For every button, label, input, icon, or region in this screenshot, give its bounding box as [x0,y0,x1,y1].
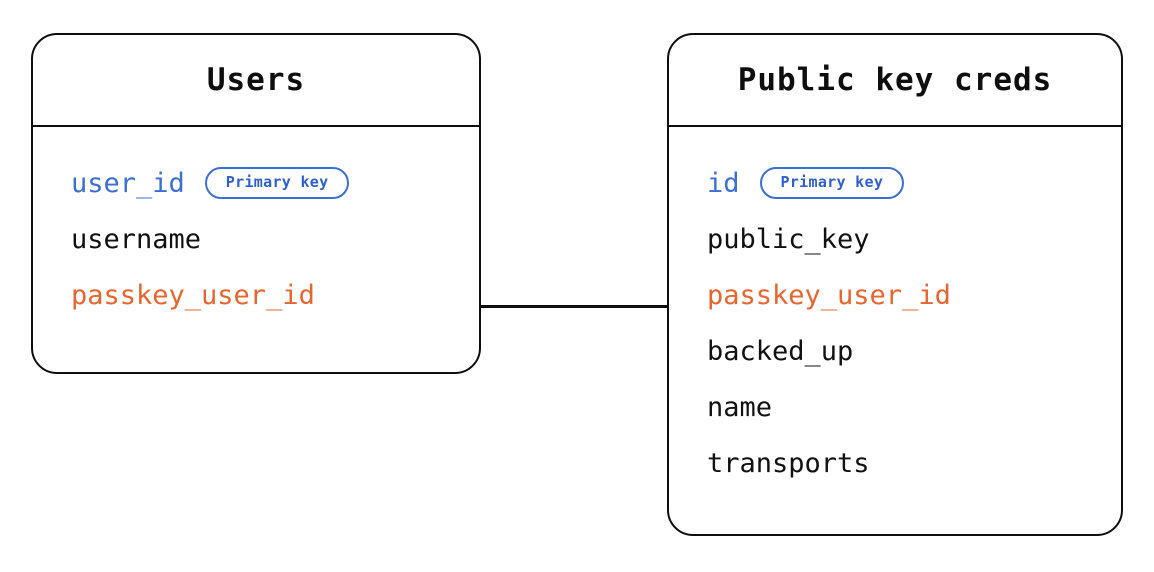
primary-key-badge: Primary key [759,167,905,199]
entity-header-users: Users [33,35,479,127]
field-row-passkey-user-id[interactable]: passkey_user_id [707,267,1121,323]
entity-title-public-key-creds: Public key creds [737,62,1053,98]
field-row-name[interactable]: name [707,379,1121,435]
field-name-user-id: user_id [71,167,185,199]
field-row-public-key[interactable]: public_key [707,211,1121,267]
field-name-username: username [71,223,202,255]
field-name-public-key: public_key [707,223,870,255]
entity-title-users: Users [206,62,306,98]
field-row-backed-up[interactable]: backed_up [707,323,1121,379]
field-row-passkey-user-id[interactable]: passkey_user_id [71,267,479,323]
relationship-connector-users-to-public-key-creds [480,305,669,308]
field-name-passkey-user-id: passkey_user_id [707,279,951,311]
field-row-username[interactable]: username [71,211,479,267]
entity-fields-public-key-creds: id Primary key public_key passkey_user_i… [669,127,1121,511]
entity-card-users[interactable]: Users user_id Primary key username passk… [31,33,481,374]
field-name-transports: transports [707,447,870,479]
entity-fields-users: user_id Primary key username passkey_use… [33,127,479,343]
entity-card-public-key-creds[interactable]: Public key creds id Primary key public_k… [667,33,1123,536]
field-row-transports[interactable]: transports [707,435,1121,491]
entity-header-public-key-creds: Public key creds [669,35,1121,127]
primary-key-badge: Primary key [204,167,350,199]
field-name-backed-up: backed_up [707,335,854,367]
field-row-id[interactable]: id Primary key [707,155,1121,211]
field-name-id: id [707,167,740,199]
field-name-passkey-user-id: passkey_user_id [71,279,315,311]
field-name-name: name [707,391,773,423]
field-row-user-id[interactable]: user_id Primary key [71,155,479,211]
